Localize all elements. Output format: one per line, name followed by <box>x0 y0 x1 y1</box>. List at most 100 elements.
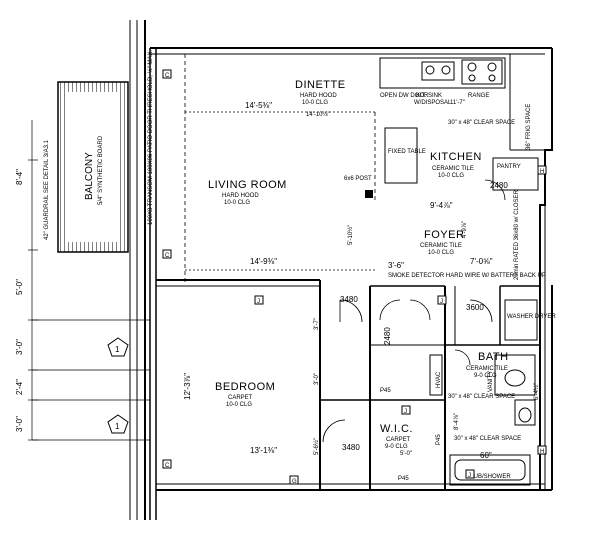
svg-text:HARD HOOD: HARD HOOD <box>300 93 337 99</box>
exterior-wall-left <box>129 20 157 520</box>
svg-text:WASHER DRYER: WASHER DRYER <box>507 314 556 320</box>
wic-label: W.I.C. CARPET 9-0 CLG 5'-0" 5'-6½" <box>313 423 413 457</box>
svg-text:10-0 CLG: 10-0 CLG <box>438 173 464 179</box>
bath-clear-1: 30" x 48" CLEAR SPACE <box>448 394 515 400</box>
post: 6x6 POST <box>344 176 373 198</box>
exterior-dimensions <box>28 120 150 441</box>
svg-text:8'-4⅞": 8'-4⅞" <box>454 413 460 430</box>
p45-c: P45 <box>436 434 442 445</box>
bath-fixtures <box>449 354 536 486</box>
p45-b: P45 <box>398 476 409 482</box>
dim-2480-a: 2480 <box>490 181 508 190</box>
window-tag: 1 <box>107 414 129 434</box>
vanity-label: VANITY <box>488 371 494 392</box>
tub-size: 60" <box>480 451 492 460</box>
svg-text:1: 1 <box>115 345 120 354</box>
fridge-space: 36" FRIG SPACE <box>526 104 532 150</box>
svg-text:14'-10⅛": 14'-10⅛" <box>306 112 330 118</box>
ext-dim-3: 3'-0" <box>15 339 24 355</box>
svg-text:9-0 CLG: 9-0 CLG <box>385 444 408 450</box>
svg-text:10-0 CLG: 10-0 CLG <box>428 250 454 256</box>
svg-text:CARPET: CARPET <box>228 395 253 401</box>
svg-text:J: J <box>468 473 471 479</box>
ext-dim-2: 5'-0" <box>15 279 24 295</box>
svg-text:6'-4½": 6'-4½" <box>533 383 540 400</box>
svg-text:LIVING ROOM: LIVING ROOM <box>208 179 287 191</box>
svg-text:9'-4⅞": 9'-4⅞" <box>430 201 453 210</box>
svg-text:5'-0": 5'-0" <box>400 451 412 457</box>
svg-text:CARPET: CARPET <box>386 437 411 443</box>
interior-walls <box>156 279 540 490</box>
svg-text:W.I.C.: W.I.C. <box>380 423 413 435</box>
door-swings <box>322 179 506 443</box>
patio-door-note: 100X8 TRANSOM 100X96 PATIO DOOR THRESHOL… <box>147 50 154 225</box>
unit-outline <box>150 47 553 491</box>
svg-text:14'-9⅜": 14'-9⅜" <box>250 257 277 266</box>
kitchen-clear-space: 30" x 48" CLEAR SPACE <box>448 120 515 126</box>
dw-note-1: OPEN DW DOOR <box>380 93 429 99</box>
kitchen-counters <box>379 54 545 151</box>
svg-text:CERAMIC TILE: CERAMIC TILE <box>432 166 474 172</box>
svg-text:3'-6": 3'-6" <box>388 261 404 270</box>
svg-text:14'-5⅜": 14'-5⅜" <box>245 101 272 110</box>
washer-dryer: WASHER DRYER <box>504 299 556 341</box>
svg-text:10-0 CLG: 10-0 CLG <box>224 200 250 206</box>
balcony-label: BALCONY <box>84 152 95 200</box>
dim-3480-a: 3480 <box>340 295 358 304</box>
svg-text:5'-6½": 5'-6½" <box>313 438 320 455</box>
kitchen-label: KITCHEN CERAMIC TILE 10-0 CLG 9'-4⅞" <box>430 151 482 210</box>
svg-text:KITCHEN: KITCHEN <box>430 151 482 163</box>
smoke-note: SMOKE DETECTOR HARD WIRE W/ BATTERY BACK… <box>388 273 546 279</box>
svg-text:10-0 CLG: 10-0 CLG <box>226 402 252 408</box>
balcony: BALCONY 5/4" SYNTHETIC BOARD 42" GUARDRA… <box>44 81 129 253</box>
guardrail-note: 42" GUARDRAIL SEE DETAIL 3/A3.1 <box>44 139 50 240</box>
bath-clear-2: 30" x 48" CLEAR SPACE <box>454 436 521 442</box>
svg-text:HVAC: HVAC <box>436 371 442 388</box>
svg-text:FOYER: FOYER <box>424 229 464 241</box>
dim-3-7: 3'-7" <box>314 318 320 330</box>
svg-text:G: G <box>292 479 297 485</box>
svg-text:1: 1 <box>115 422 120 431</box>
fixture-tags: C C C J G J H H J J <box>162 69 547 485</box>
dim-3480-b: 3480 <box>342 443 360 452</box>
sink-note: KIT. SINK <box>416 93 442 99</box>
svg-text:CERAMIC TILE: CERAMIC TILE <box>420 243 462 249</box>
ext-dim-5: 3'-0" <box>15 416 24 432</box>
svg-text:H: H <box>540 169 544 175</box>
p45-a: P45 <box>380 388 391 394</box>
bath-label: BATH CERAMIC TILE 9-0 CLG 8'-4⅞" 6'-4½" <box>454 351 540 430</box>
svg-text:DINETTE: DINETTE <box>295 79 346 91</box>
dim-2480-b: 2480 <box>383 327 392 345</box>
svg-text:C: C <box>165 253 170 259</box>
svg-text:BEDROOM: BEDROOM <box>215 381 275 393</box>
svg-text:C: C <box>165 73 170 79</box>
balcony-finish: 5/4" SYNTHETIC BOARD <box>98 135 104 205</box>
ext-dim-1: 8'-4" <box>15 169 24 185</box>
svg-text:FIXED TABLE: FIXED TABLE <box>388 149 426 155</box>
bedroom-label: BEDROOM CARPET 10-0 CLG 13'-1⅜" 12'-3⅞" <box>183 373 277 455</box>
svg-text:5'-10½": 5'-10½" <box>347 225 354 245</box>
svg-text:BATH: BATH <box>478 351 509 363</box>
svg-text:12'-3⅞": 12'-3⅞" <box>183 373 192 400</box>
kit-dim-note: 11'-7" <box>450 100 465 106</box>
dim-3600: 3600 <box>466 303 484 312</box>
hvac: HVAC <box>429 354 443 396</box>
ext-dim-4: 2'-4" <box>15 379 24 395</box>
fixed-table: FIXED TABLE <box>384 127 426 184</box>
dim-3-0: 3'-0" <box>314 373 320 385</box>
svg-text:13'-1⅜": 13'-1⅜" <box>250 446 277 455</box>
foyer-label: FOYER CERAMIC TILE 10-0 CLG 7'-0⅝" 3'-6" <box>388 229 493 270</box>
svg-text:J: J <box>257 299 260 305</box>
svg-text:6x6 POST: 6x6 POST <box>344 176 372 182</box>
svg-text:J: J <box>404 409 407 415</box>
svg-text:J: J <box>440 299 443 305</box>
disposal-note: W/DISPOSAL <box>414 100 452 106</box>
svg-text:9-0 CLG: 9-0 CLG <box>474 373 497 379</box>
ceiling-lines <box>184 54 376 285</box>
window-tag: 1 <box>107 337 129 357</box>
svg-text:HARD HOOD: HARD HOOD <box>222 193 259 199</box>
entry-door-note: 20min RATED 36x80 w/ CLOSER <box>514 189 520 280</box>
foyer-vertical-dim: 4'-9⅞" <box>462 221 468 238</box>
svg-text:C: C <box>165 463 170 469</box>
